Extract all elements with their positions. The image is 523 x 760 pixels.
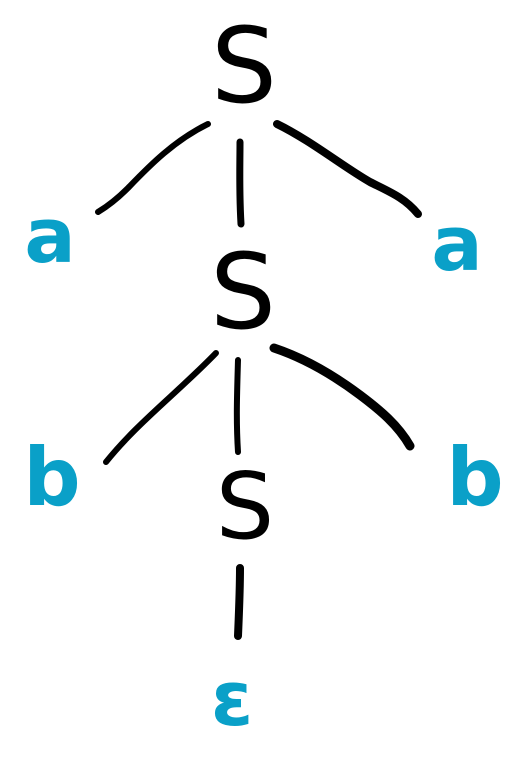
node-root-s: S bbox=[211, 5, 277, 127]
edge-root-to-mid-s bbox=[236, 138, 245, 228]
node-left-a: a bbox=[24, 191, 75, 280]
edge-root-to-right-a bbox=[273, 120, 422, 218]
edge-mid-s-to-low-s bbox=[233, 357, 241, 455]
edge-low-s-to-epsilon bbox=[234, 564, 244, 640]
node-right-b: b bbox=[446, 431, 503, 524]
tree-edges bbox=[95, 120, 422, 640]
node-right-a: a bbox=[431, 199, 482, 288]
node-low-s: S bbox=[216, 453, 274, 560]
edge-root-to-left-a bbox=[95, 121, 211, 215]
node-mid-s: S bbox=[210, 231, 276, 353]
edge-mid-s-to-left-b bbox=[103, 350, 219, 465]
tree-nodes: S a a S b b S ε bbox=[23, 5, 503, 743]
edge-mid-s-to-right-b bbox=[269, 343, 415, 451]
node-left-b: b bbox=[23, 431, 80, 524]
node-epsilon: ε bbox=[211, 654, 253, 743]
